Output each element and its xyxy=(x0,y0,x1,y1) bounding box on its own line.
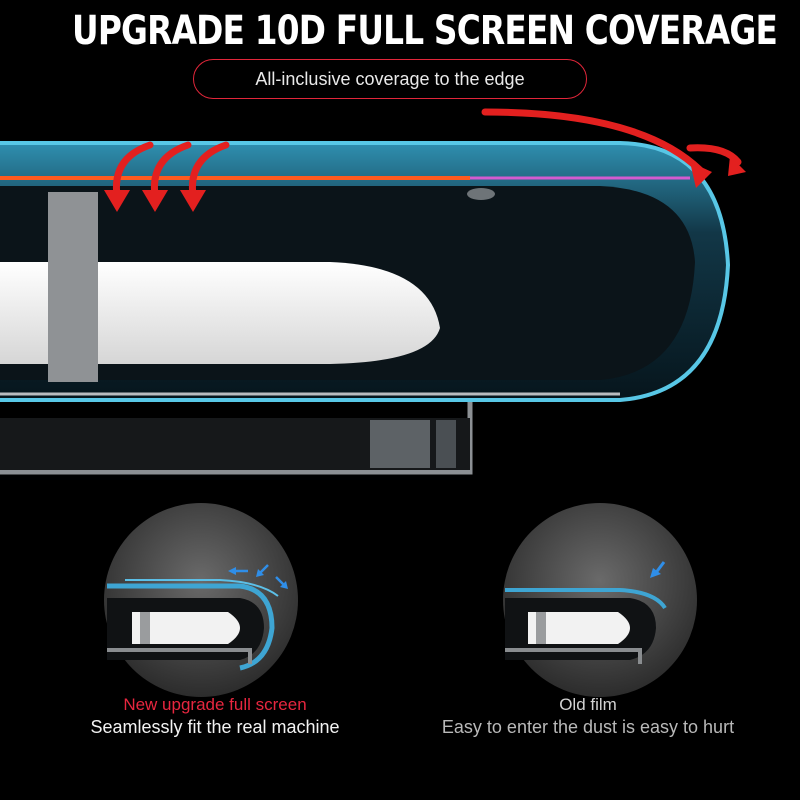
new-film-title: New upgrade full screen xyxy=(123,695,307,714)
red-arrow-icon xyxy=(686,144,742,166)
arrowheads xyxy=(104,156,746,212)
old-film-subtitle: Easy to enter the dust is easy to hurt xyxy=(441,717,735,737)
red-arrow-icon xyxy=(690,162,712,188)
tagline-pill: All-inclusive coverage to the edge xyxy=(193,59,587,99)
red-arrow-icon xyxy=(112,141,154,200)
frame-highlight xyxy=(436,420,456,468)
zoom-circle-new xyxy=(104,503,298,697)
red-arrow-icon xyxy=(104,190,130,212)
blue-arrow-icon xyxy=(256,569,264,577)
screen-white xyxy=(0,262,440,364)
phone-screen-section xyxy=(528,612,630,644)
film-layer xyxy=(505,588,667,610)
blue-arrow-icon xyxy=(650,568,661,578)
old-film-title: Old film xyxy=(559,695,617,714)
frame-section xyxy=(107,648,252,664)
blue-arrow-icon xyxy=(259,564,269,574)
zoom-circle-old xyxy=(503,503,697,697)
glass-outline xyxy=(0,141,731,402)
red-arrow-icon xyxy=(180,190,206,212)
red-arrow-icon xyxy=(481,108,704,174)
red-arrow-icon xyxy=(728,156,746,176)
phone-bracket-section xyxy=(536,612,546,644)
frame-section xyxy=(505,648,642,664)
tagline-text: All-inclusive coverage to the edge xyxy=(255,68,525,89)
new-film-subtitle: Seamlessly fit the real machine xyxy=(90,717,340,737)
bracket-bar xyxy=(48,192,98,382)
phone-edge xyxy=(0,141,731,475)
film-layer xyxy=(107,583,275,671)
headline: UPGRADE 10D FULL SCREEN COVERAGE xyxy=(72,8,778,54)
coverage-arrows xyxy=(112,108,742,200)
frame-highlight xyxy=(370,420,430,468)
red-arrow-icon xyxy=(142,190,168,212)
blue-arrow-icon xyxy=(275,576,285,586)
old-film-caption: Old film Easy to enter the dust is easy … xyxy=(398,694,778,738)
new-film-caption: New upgrade full screen Seamlessly fit t… xyxy=(40,694,390,738)
film-gap-line xyxy=(125,579,279,597)
phone-bracket-section xyxy=(140,612,150,644)
blue-arrow-icon xyxy=(280,581,288,589)
red-arrow-icon xyxy=(150,141,192,200)
blue-arrow-icon xyxy=(228,567,236,575)
phone-screen-section xyxy=(132,612,240,644)
red-arrow-icon xyxy=(188,141,230,200)
camera-dot xyxy=(467,188,495,200)
